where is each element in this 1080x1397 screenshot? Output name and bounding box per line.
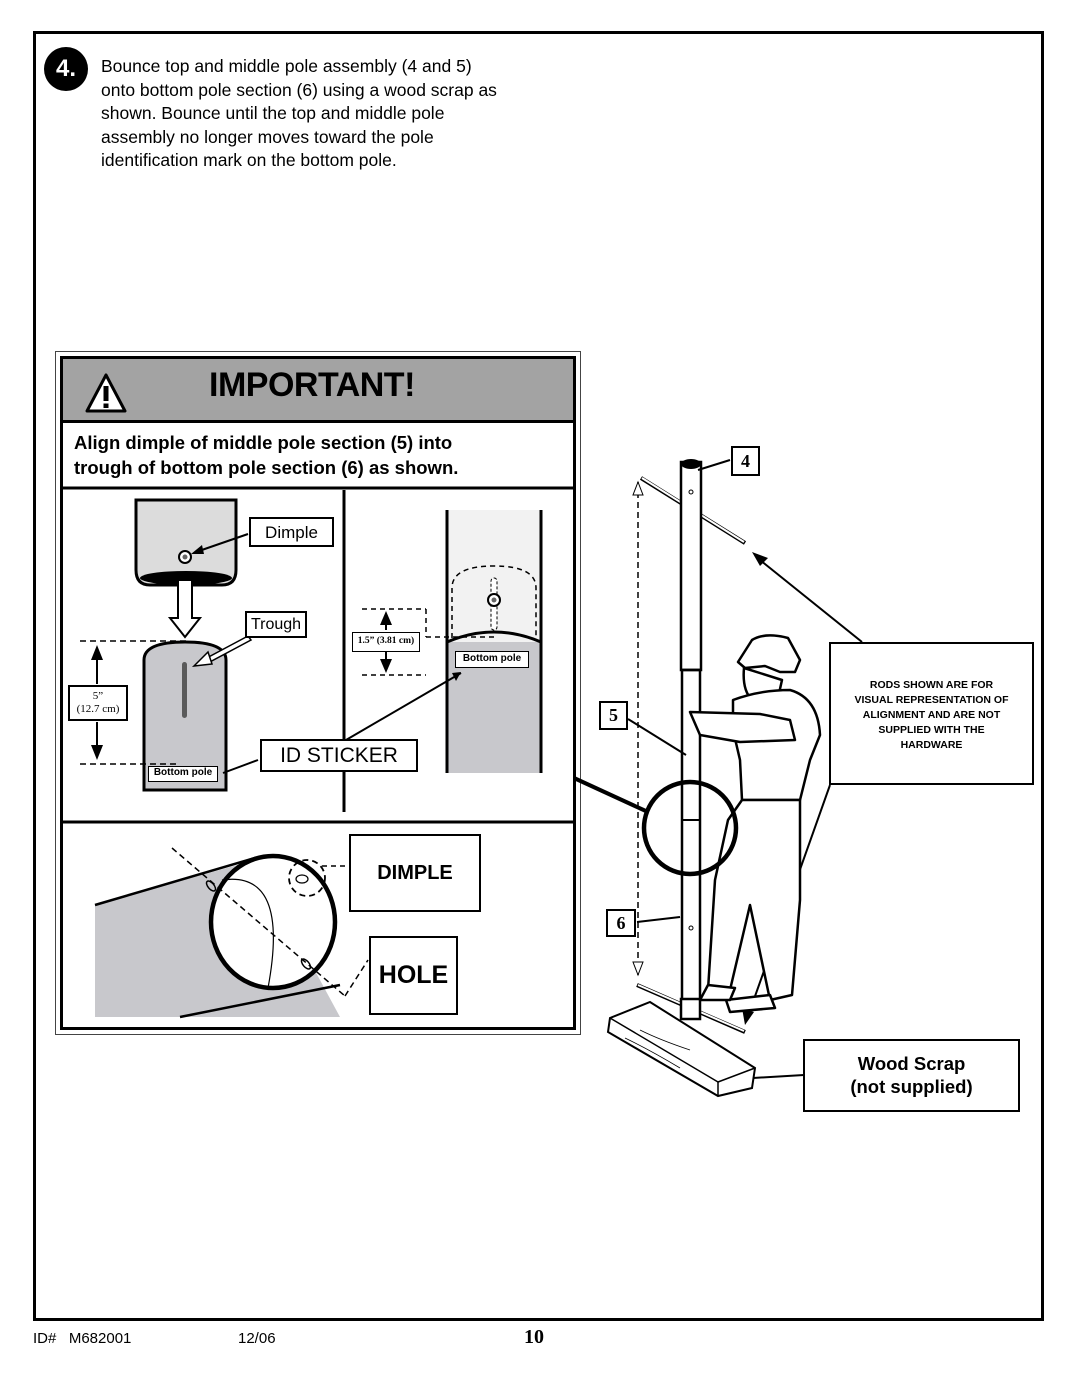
- middle-pole-illustration: [134, 498, 238, 587]
- rods-note-line: ALIGNMENT AND ARE NOT: [862, 709, 1001, 721]
- step-line: shown. Bounce until the top and middle p…: [101, 103, 445, 123]
- pole-cutaway-illustration: [94, 847, 369, 1019]
- bottom-pole-label-right: Bottom pole: [455, 651, 529, 668]
- measure-secondary: (12.7 cm): [76, 703, 120, 715]
- page-frame: [33, 31, 1044, 1321]
- dimple-label: Dimple: [249, 517, 334, 547]
- step-line: identification mark on the bottom pole.: [101, 150, 397, 170]
- important-header: [63, 359, 573, 423]
- instruction-line: trough of bottom pole section (6) as sho…: [74, 457, 459, 478]
- wood-scrap-illustration: [606, 1000, 757, 1098]
- rods-note-line: SUPPLIED WITH THE: [878, 724, 985, 736]
- page-number: 10: [524, 1326, 544, 1348]
- instruction-line: Align dimple of middle pole section (5) …: [74, 432, 453, 453]
- step-instructions: Bounce top and middle pole assembly (4 a…: [101, 55, 571, 173]
- part-number-middle: 5: [599, 701, 628, 730]
- rods-note-line: HARDWARE: [900, 739, 963, 751]
- document-date: 12/06: [238, 1330, 276, 1347]
- step-line: Bounce top and middle pole assembly (4 a…: [101, 56, 472, 76]
- rods-note-line: RODS SHOWN ARE FOR: [869, 679, 994, 691]
- rods-note-line: VISUAL REPRESENTATION OF: [854, 694, 1009, 706]
- bottom-pole-illustration: [142, 640, 228, 792]
- hole-callout: HOLE: [369, 936, 458, 1015]
- alignment-instruction: Align dimple of middle pole section (5) …: [74, 430, 458, 480]
- part-number-bottom: 6: [606, 909, 636, 937]
- pole-assembly-illustration: [679, 459, 703, 1021]
- important-box: [60, 356, 576, 1030]
- aligned-pole-illustration: [445, 510, 543, 773]
- step-number-badge: 4.: [44, 47, 88, 91]
- wood-scrap-line: Wood Scrap: [857, 1053, 966, 1074]
- important-box-outline: [55, 351, 581, 1035]
- step-line: onto bottom pole section (6) using a woo…: [101, 79, 497, 100]
- one-point-five-inch-measure: 1.5” (3.81 cm): [352, 632, 420, 652]
- warning-icon: [85, 373, 127, 413]
- rods-note: RODS SHOWN ARE FOR VISUAL REPRESENTATION…: [829, 642, 1034, 785]
- trough-label: Trough: [245, 611, 307, 638]
- document-id: ID# M682001: [33, 1330, 132, 1347]
- bottom-pole-label-left: Bottom pole: [148, 766, 218, 782]
- dimple-callout: DIMPLE: [349, 834, 481, 912]
- id-sticker-label: ID STICKER: [260, 739, 418, 772]
- wood-scrap-line: (not supplied): [850, 1076, 973, 1097]
- part-number-top: 4: [731, 446, 760, 476]
- measure-primary: 5”: [92, 690, 104, 702]
- five-inch-measure: 5” (12.7 cm): [68, 685, 128, 721]
- important-title: IMPORTANT!: [209, 366, 415, 404]
- wood-scrap-note: Wood Scrap (not supplied): [803, 1039, 1020, 1112]
- person-illustration: [688, 634, 822, 1014]
- step-line: assembly no longer moves toward the pole: [101, 126, 434, 147]
